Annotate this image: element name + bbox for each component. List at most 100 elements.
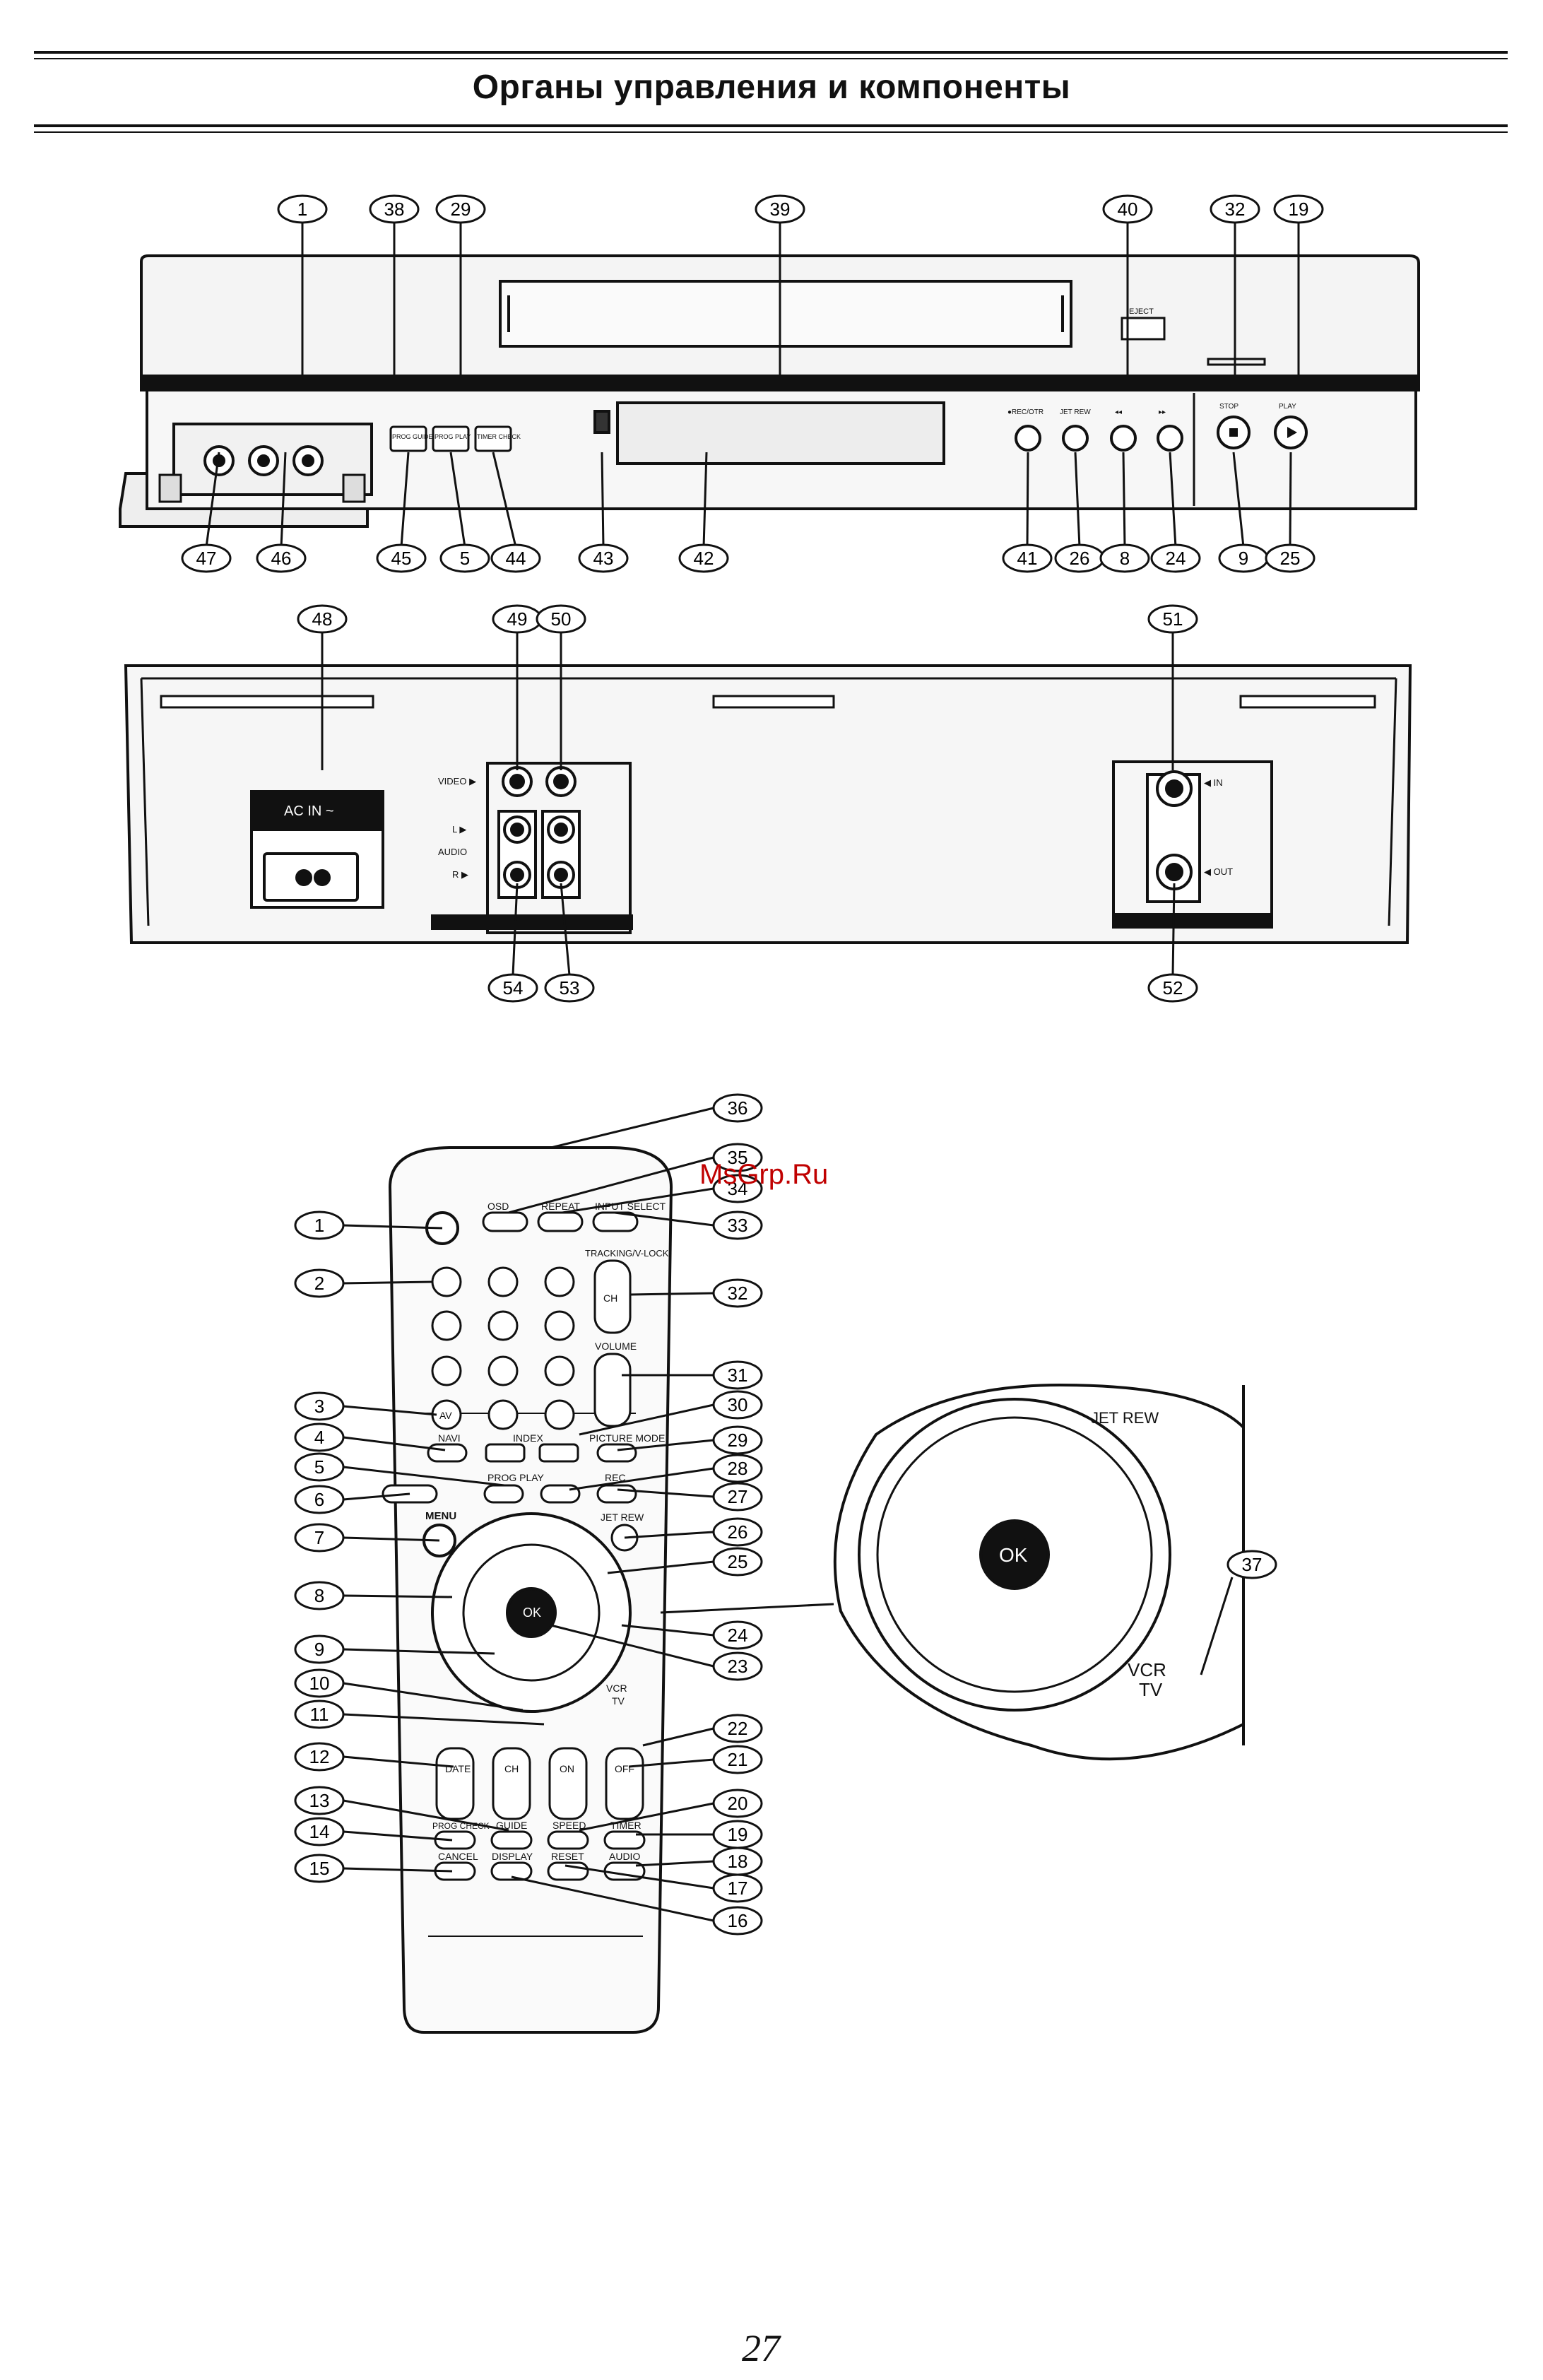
callout-front-bottom-25: 25 [1265,543,1316,573]
svg-text:2: 2 [314,1273,324,1294]
svg-text:13: 13 [309,1790,330,1811]
svg-text:36: 36 [728,1097,748,1119]
title-rule-1 [34,124,1508,127]
svg-text:GUIDE: GUIDE [496,1820,527,1831]
svg-text:AUDIO: AUDIO [438,847,467,857]
callout-remote-right-22: 22 [712,1714,763,1743]
callout-remote-right-23: 23 [712,1651,763,1681]
callout-front-top-29: 29 [435,194,486,224]
svg-text:25: 25 [728,1551,748,1572]
leader-line [343,1536,440,1542]
svg-text:43: 43 [593,548,614,569]
svg-text:47: 47 [196,548,217,569]
svg-text:OK: OK [523,1606,541,1620]
leader-line [550,1107,714,1149]
ac-in-label: AC IN ~ [284,803,334,819]
callout-front-bottom-41: 41 [1002,543,1053,573]
callout-remote-right-25: 25 [712,1547,763,1577]
svg-text:PROG CHECK: PROG CHECK [432,1821,490,1831]
leader-line [205,452,220,548]
svg-text:INDEX: INDEX [513,1432,543,1444]
callout-remote-left-14: 14 [294,1817,345,1846]
svg-text:PROG PLAY: PROG PLAY [487,1472,545,1483]
svg-text:OK: OK [999,1544,1028,1566]
callout-remote-left-4: 4 [294,1422,345,1452]
callout-remote-left-3: 3 [294,1391,345,1421]
svg-text:AV: AV [439,1410,452,1421]
callout-remote-right-17: 17 [712,1873,763,1903]
eject-label: EJECT [1129,307,1154,316]
svg-text:PROG GUIDE: PROG GUIDE [392,433,433,440]
svg-text:CH: CH [603,1292,617,1304]
leader-line [617,1488,714,1498]
callout-front-bottom-42: 42 [678,543,729,573]
svg-text:DATE: DATE [445,1763,471,1774]
svg-text:MENU: MENU [425,1510,456,1522]
svg-text:VCR: VCR [606,1683,627,1694]
callout-front-top-32: 32 [1210,194,1260,224]
svg-text:TRACKING/V-LOCK: TRACKING/V-LOCK [585,1248,669,1259]
svg-text:25: 25 [1280,548,1301,569]
svg-text:TV: TV [1139,1679,1163,1700]
svg-text:●REC/OTR: ●REC/OTR [1007,408,1044,416]
page-title: Органы управления и компоненты [472,69,1071,106]
callout-remote-left-13: 13 [294,1786,345,1815]
callout-rear-top-49: 49 [492,604,543,634]
svg-text:17: 17 [728,1878,748,1899]
leader-line [343,1405,437,1416]
leader-line [343,1466,505,1487]
callout-remote-left-12: 12 [294,1742,345,1772]
svg-text:19: 19 [728,1824,748,1845]
leader-line [569,1467,714,1491]
svg-text:9: 9 [314,1639,324,1660]
svg-text:52: 52 [1163,977,1183,998]
callout-remote-right-33: 33 [712,1210,763,1240]
svg-text:39: 39 [770,199,791,220]
svg-text:TIMER: TIMER [610,1820,642,1831]
leader-line [1289,452,1292,548]
leader-line [621,1624,714,1637]
leader-line [562,1187,714,1214]
callout-remote-left-9: 9 [294,1634,345,1664]
svg-text:37: 37 [1242,1554,1263,1575]
svg-text:9: 9 [1238,548,1248,569]
svg-text:◂◂: ◂◂ [1115,408,1122,416]
leader-line [635,1860,714,1867]
leader-line [343,1830,453,1842]
leader-line [508,1156,714,1214]
leader-line [343,1436,446,1451]
svg-text:5: 5 [460,548,470,569]
callout-front-top-38: 38 [369,194,420,224]
svg-text:VIDEO ▶: VIDEO ▶ [438,776,476,787]
leader-line [400,452,410,548]
callout-front-bottom-44: 44 [490,543,541,573]
svg-text:AUDIO: AUDIO [609,1851,640,1862]
leader-line [343,1867,453,1873]
callout-front-bottom-5: 5 [439,543,490,573]
callout-remote-left-15: 15 [294,1854,345,1883]
leader-line [628,1758,714,1768]
svg-text:14: 14 [309,1821,330,1842]
callout-remote-right-32: 32 [712,1278,763,1308]
svg-text:40: 40 [1118,199,1138,220]
svg-text:44: 44 [506,548,526,569]
callout-front-bottom-43: 43 [578,543,629,573]
callout-remote-right-30: 30 [712,1390,763,1420]
svg-text:PROG PLAY: PROG PLAY [434,433,471,440]
svg-text:11: 11 [310,1704,329,1725]
callout-remote-left-1: 1 [294,1210,345,1240]
callout-front-bottom-26: 26 [1054,543,1105,573]
callout-remote-right-21: 21 [712,1745,763,1774]
svg-text:16: 16 [728,1910,748,1931]
leader-line [601,452,605,548]
svg-text:DISPLAY: DISPLAY [492,1851,533,1862]
svg-text:CH: CH [504,1763,519,1774]
leader-line [1200,1577,1234,1675]
svg-text:15: 15 [309,1858,330,1879]
svg-text:26: 26 [728,1521,748,1543]
leader-line [1171,883,1176,976]
svg-text:VCR: VCR [1128,1659,1166,1680]
svg-text:▸▸: ▸▸ [1159,408,1166,416]
svg-text:STOP: STOP [1219,403,1238,411]
leader-line [579,1403,714,1436]
